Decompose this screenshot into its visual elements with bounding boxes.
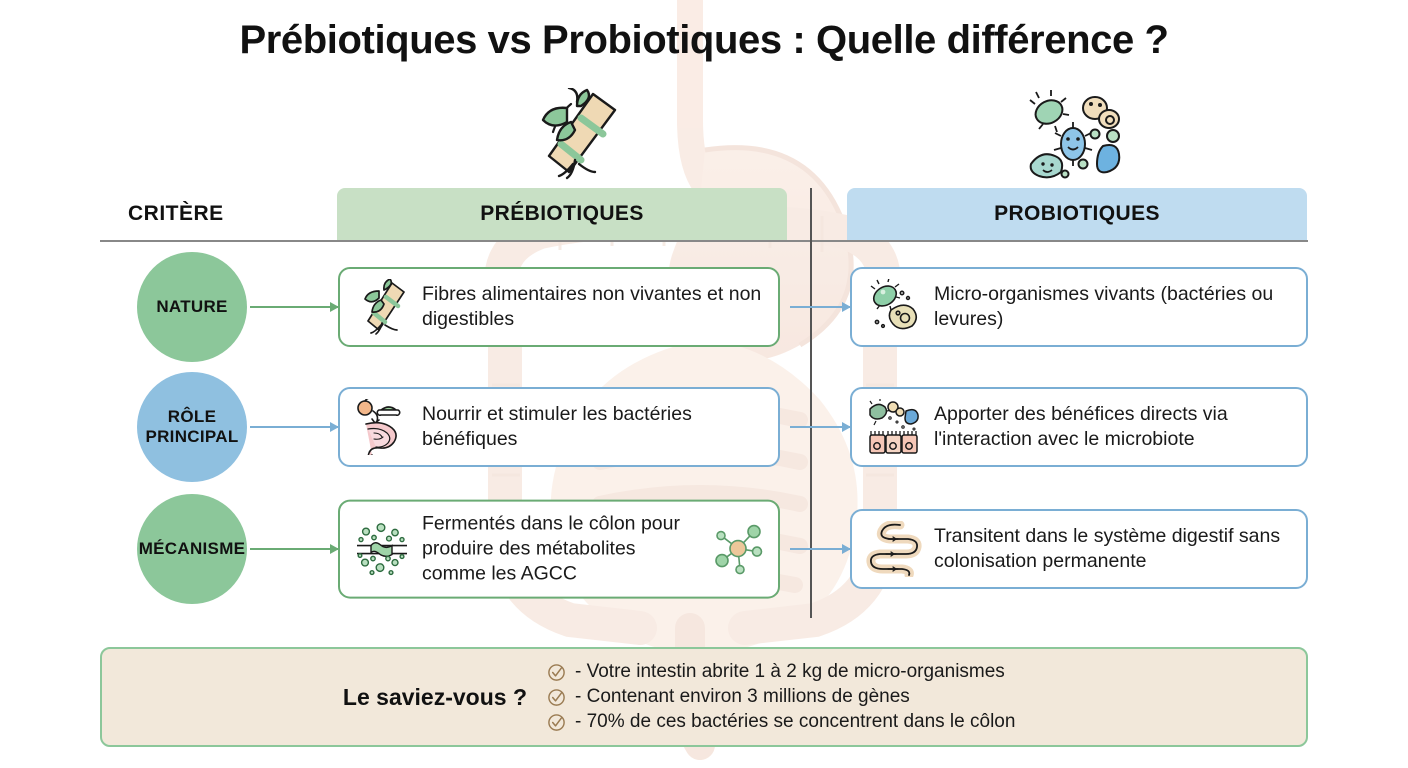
prebiotic-card-text: Nourrir et stimuler les bactéries bénéfi… — [422, 403, 692, 450]
column-header-probiotics: PROBIOTIQUES — [847, 188, 1307, 240]
column-header-prebiotics: PRÉBIOTIQUES — [337, 188, 787, 240]
prebiotic-card-role: Nourrir et stimuler les bactéries bénéfi… — [338, 387, 780, 467]
check-circle-icon — [548, 713, 565, 731]
connector-arrow-left — [250, 302, 339, 312]
did-you-know-list: - Votre intestin abrite 1 à 2 kg de micr… — [547, 661, 1306, 733]
connector-arrow-left — [250, 544, 339, 554]
probiotic-card-mecanisme: Transitent dans le système digestif sans… — [850, 509, 1308, 589]
column-header-probiotics-label: PROBIOTIQUES — [994, 202, 1160, 225]
gut-lining-bacteria-icon — [869, 399, 919, 454]
list-item: - 70% de ces bactéries se concentrent da… — [547, 711, 1306, 733]
connector-arrow-right — [790, 302, 851, 312]
probiotic-card-role: Apporter des bénéfices directs via l'int… — [850, 387, 1308, 467]
criterion-circle-mecanisme: MÉCANISME — [137, 494, 247, 604]
probiotic-card-nature: Micro-organismes vivants (bactéries ou l… — [850, 267, 1308, 347]
check-circle-icon — [548, 663, 565, 681]
fact-text: - Votre intestin abrite 1 à 2 kg de micr… — [575, 661, 1005, 682]
criterion-label: RÔLE PRINCIPAL — [145, 407, 238, 447]
check-circle-icon — [548, 688, 565, 706]
table-row: MÉCANISME — [0, 494, 1408, 604]
did-you-know-box: Le saviez-vous ? - Votre intestin abrite… — [100, 647, 1308, 747]
criterion-circle-nature: NATURE — [137, 252, 247, 362]
intestine-transit-icon — [866, 521, 922, 577]
header-divider-line — [100, 240, 1308, 242]
table-row: NATURE Fibres alimentaires non vivantes … — [0, 252, 1408, 362]
criterion-circle-role-principal: RÔLE PRINCIPAL — [137, 372, 247, 482]
table-row: RÔLE PRINCIPAL N — [0, 372, 1408, 482]
prebiotic-card-nature: Fibres alimentaires non vivantes et non … — [338, 267, 780, 347]
column-header-prebiotics-label: PRÉBIOTIQUES — [480, 202, 644, 225]
connector-arrow-right — [790, 544, 851, 554]
prebiotic-card-text: Fibres alimentaires non vivantes et non … — [422, 283, 762, 330]
criterion-label-line-2: PRINCIPAL — [145, 427, 239, 446]
column-header-criterion: CRITÈRE — [128, 202, 224, 225]
prebiotic-card-mecanisme: Fermentés dans le côlon pour produire de… — [338, 499, 780, 599]
probiotic-card-text: Transitent dans le système digestif sans… — [934, 525, 1281, 572]
fermentation-icon — [357, 523, 407, 576]
criterion-label: NATURE — [156, 296, 228, 316]
bacteria-cluster-icon — [1029, 90, 1121, 179]
page-title: Prébiotiques vs Probiotiques : Quelle di… — [239, 18, 1169, 62]
list-item: - Contenant environ 3 millions de gènes — [547, 686, 1306, 708]
criterion-label: MÉCANISME — [138, 538, 246, 558]
food-intestine-icon — [357, 399, 401, 455]
probiotic-card-text: Apporter des bénéfices directs via l'int… — [934, 403, 1228, 450]
criterion-label-line-1: RÔLE — [167, 406, 217, 426]
molecule-icon — [715, 525, 763, 575]
fact-text: - Contenant environ 3 millions de gènes — [575, 686, 910, 707]
connector-arrow-left — [250, 422, 339, 432]
prebiotic-card-text: Fermentés dans le côlon pour produire de… — [422, 512, 680, 585]
fact-text: - 70% de ces bactéries se concentrent da… — [575, 711, 1016, 732]
probiotic-card-text: Micro-organismes vivants (bactéries ou l… — [934, 283, 1274, 330]
bacteria-pair-icon — [870, 279, 918, 330]
fiber-root-icon — [364, 279, 405, 335]
connector-arrow-right — [790, 422, 851, 432]
list-item: - Votre intestin abrite 1 à 2 kg de micr… — [547, 661, 1306, 683]
did-you-know-title: Le saviez-vous ? — [342, 683, 527, 710]
fiber-root-icon — [541, 88, 617, 180]
